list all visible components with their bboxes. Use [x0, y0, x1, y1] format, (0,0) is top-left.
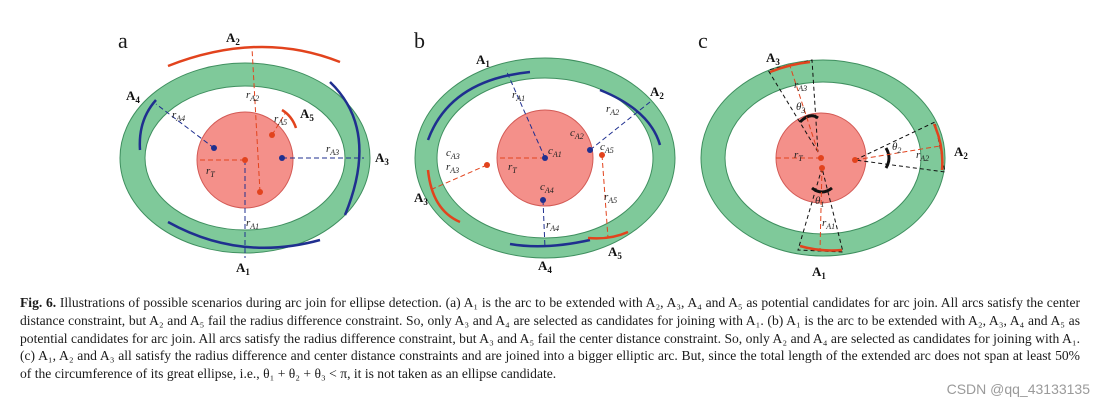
panel-a-center-A3	[279, 155, 285, 161]
panel-c-label-rA1: rA1	[822, 217, 835, 231]
panel-b-label-A4: A4	[538, 258, 552, 275]
panel-a-center-T	[242, 157, 248, 163]
panel-b-label-A2: A2	[650, 84, 664, 101]
panel-a-label-A1: A1	[236, 260, 250, 277]
panel-b-arc-A2	[599, 88, 662, 146]
panel-a-center-A2	[257, 189, 263, 195]
panel-c-label-rA3: rA3	[794, 79, 807, 93]
panel-b-label-rA2: rA2	[606, 103, 619, 117]
panel-b-center-A5	[599, 152, 605, 158]
panel-a-label-A4: A4	[126, 88, 140, 105]
panel-a-label-rA1: rA1	[246, 217, 259, 231]
panel-a-label-rA5: rA5	[274, 113, 287, 127]
panel-b-label-A3: A3	[414, 190, 428, 207]
panel-a-label-A2: A2	[226, 30, 240, 47]
panel-b-label-A5: A5	[608, 244, 622, 261]
panel-b-label-rT: rT	[508, 161, 517, 175]
panel-c-arc-A2	[932, 123, 944, 171]
panel-a-radius-A4	[155, 103, 215, 149]
figure-6: a A1 A2 A3 A4 A5 rT rA1 rA2 rA3 rA4 rA5	[118, 28, 968, 281]
panel-b-radius-A5	[601, 154, 609, 239]
panel-c-arc-A3	[769, 60, 811, 74]
panel-c-label-theta2: θ2	[892, 141, 901, 155]
panel-b-label-rA4: rA4	[546, 219, 559, 233]
panel-a-arc-A2	[167, 45, 341, 68]
watermark: CSDN @qq_43133135	[946, 381, 1090, 397]
panel-b-label-cA2: cA2	[570, 127, 584, 141]
panel-c: c A1 A2 A3 rT rA1 rA2 rA3 θ1 θ2	[698, 28, 968, 281]
panel-c-angle-theta3	[798, 114, 819, 124]
panel-a-label-rA4: rA4	[172, 109, 185, 123]
panel-a-center-A4	[211, 145, 217, 151]
panel-b-label-cA5: cA5	[600, 141, 614, 155]
panel-b-label-rA1: rA1	[512, 89, 525, 103]
panel-c-radius-A2	[854, 145, 941, 161]
panel-b-label-cA1: cA1	[548, 145, 562, 159]
panel-a-letter: a	[118, 28, 128, 53]
panel-b-arc-A5	[587, 230, 629, 240]
panel-c-label-rA2: rA2	[916, 149, 929, 163]
panel-b-letter: b	[414, 28, 425, 53]
caption-text: Illustrations of possible scenarios duri…	[20, 295, 1081, 382]
panel-b-radius-A3	[429, 164, 488, 191]
panel-c-center-A1	[819, 165, 825, 171]
panel-b-center-A1	[542, 155, 548, 161]
panel-c-label-theta1: θ1	[815, 195, 824, 209]
panel-a-arc-A1	[167, 220, 321, 250]
panel-c-label-theta3: θ3	[796, 101, 805, 115]
panel-b-center-A4	[540, 197, 546, 203]
panel-a-arc-A5	[281, 108, 298, 129]
panel-a-arc-A3	[329, 81, 361, 216]
panel-b-radius-A1	[505, 69, 546, 159]
panel-a-center-A5	[269, 132, 275, 138]
panel-a-label-rA3: rA3	[326, 143, 339, 157]
panel-a-radius-A5	[271, 111, 287, 136]
panel-c-letter: c	[698, 28, 708, 53]
panel-b-label-rA5: rA5	[604, 191, 617, 205]
panel-b-arc-A4	[509, 238, 591, 248]
panel-a-label-A3: A3	[375, 150, 389, 167]
panel-c-label-A3: A3	[766, 50, 780, 67]
panel-a-label-rA2: rA2	[246, 89, 259, 103]
panel-c-radius-A3	[789, 65, 819, 153]
panel-b-center-A2	[587, 147, 593, 153]
panel-b-center-A3	[484, 162, 490, 168]
panel-b-arc-A3	[426, 169, 461, 224]
panel-b-label-rA3: rA3	[446, 161, 459, 175]
panel-b-radius-A4	[542, 199, 546, 249]
panel-b-label-A1: A1	[476, 52, 490, 69]
panel-b-arc-A1	[426, 70, 531, 141]
panel-a-radius-A2	[251, 47, 261, 193]
figure-caption: Fig. 6. Illustrations of possible scenar…	[20, 294, 1080, 383]
panel-a-label-A5: A5	[300, 106, 314, 123]
panel-a-arc-A4	[138, 99, 157, 151]
panel-c-label-rT: rT	[794, 149, 803, 163]
panel-c-radius-A1	[819, 167, 823, 251]
panel-b-label-cA3: cA3	[446, 147, 460, 161]
panel-a-label-rT: rT	[206, 165, 215, 179]
panel-b: b A1 A2 A3 A4 A5 rT rA1 rA2 rA3 rA4 rA5	[414, 28, 676, 275]
panel-c-angle-theta1	[811, 186, 833, 194]
panel-c-label-A2: A2	[954, 144, 968, 161]
panel-c-center-A2	[852, 157, 858, 163]
panel-b-radius-A2	[589, 101, 651, 151]
panel-b-label-cA4: cA4	[540, 181, 554, 195]
panel-c-label-A1: A1	[812, 264, 826, 281]
caption-label: Fig. 6.	[20, 295, 57, 310]
panel-c-angle-theta2	[884, 147, 891, 169]
panel-a: a A1 A2 A3 A4 A5 rT rA1 rA2 rA3 rA4 rA5	[118, 28, 389, 277]
panel-c-center-T	[818, 155, 824, 161]
